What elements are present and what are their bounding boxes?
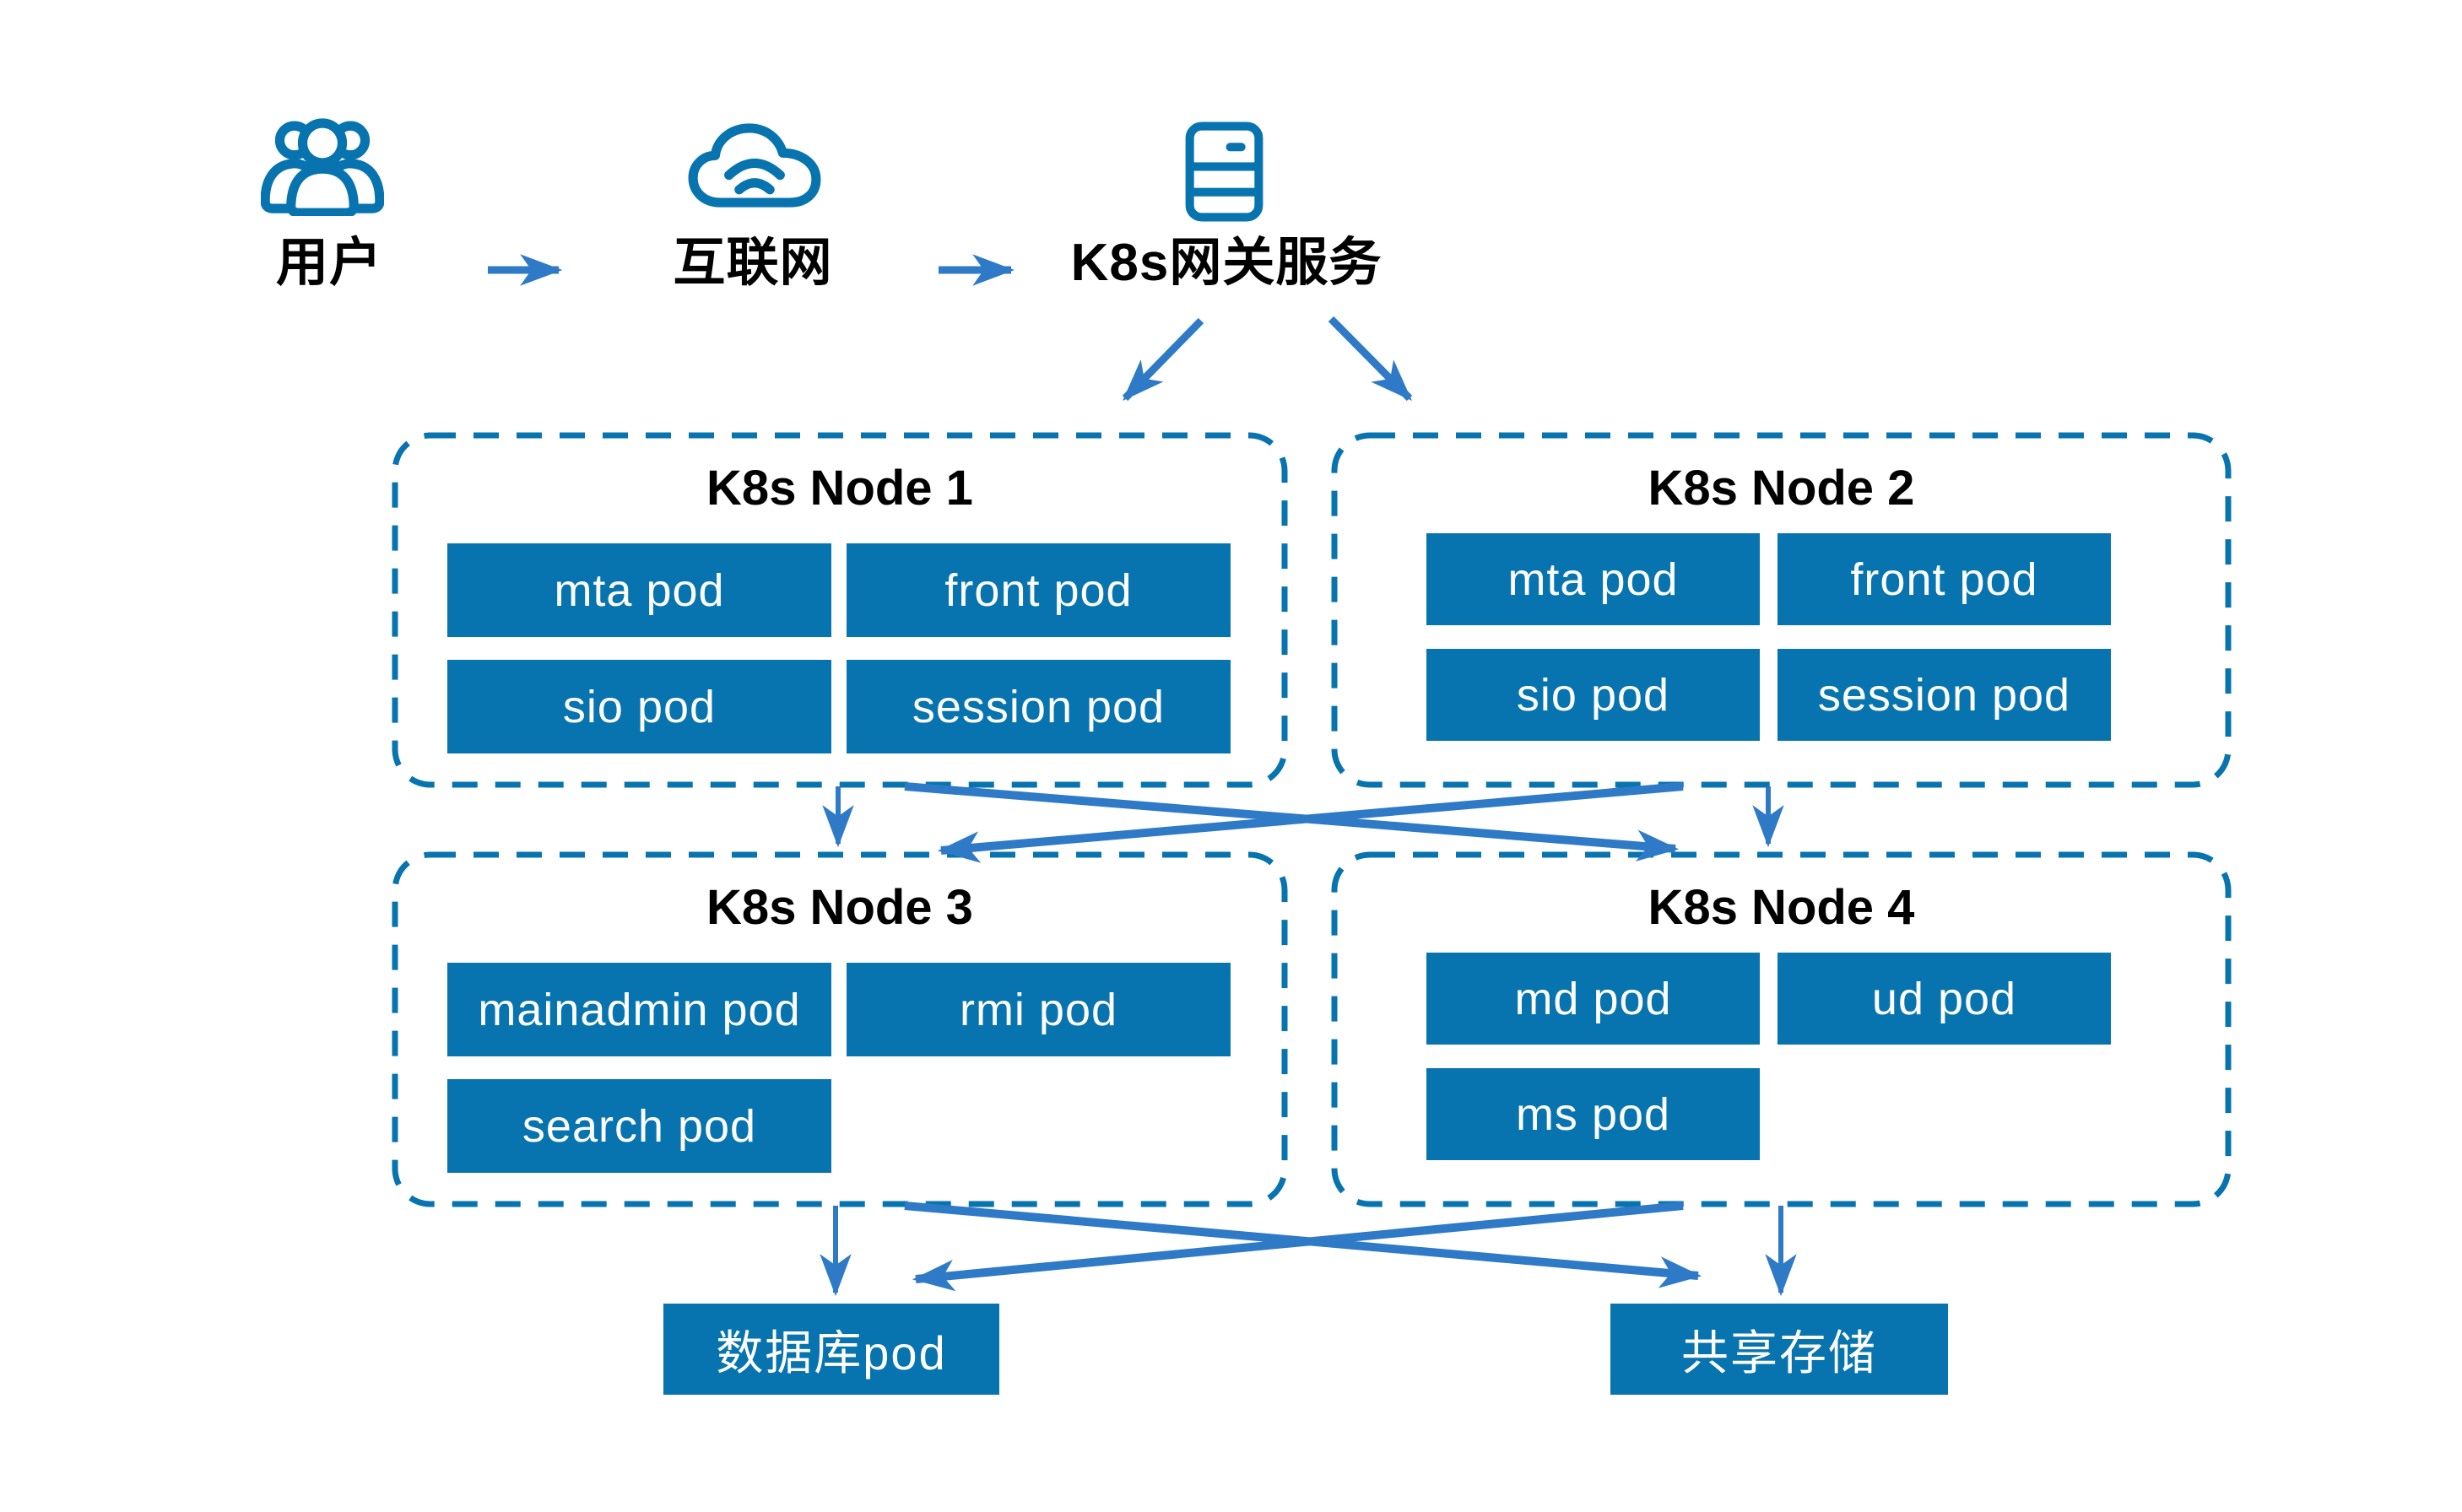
pod-node2-mta: mta pod: [1426, 533, 1760, 625]
pod-node3-mainadmin: mainadmin pod: [447, 963, 831, 1056]
arrow-node2-to-node3: [937, 782, 1684, 863]
pod-node4-ms: ms pod: [1426, 1068, 1760, 1160]
pod-node1-mta: mta pod: [447, 543, 831, 637]
shared-storage-box: 共享存储: [1610, 1304, 1948, 1395]
arrow-gateway-to-node2: [1328, 316, 1413, 402]
pod-node2-sio: sio pod: [1426, 649, 1760, 741]
node-4-border: [1331, 851, 2232, 1207]
pod-node2-front: front pod: [1778, 533, 2111, 625]
arrow-node4-to-database: [912, 1202, 1684, 1292]
node-1-border: [392, 432, 1288, 788]
pod-node1-session: session pod: [847, 660, 1231, 753]
gateway-label: K8s网关服务: [1070, 234, 1383, 292]
pod-node1-sio: sio pod: [447, 660, 831, 753]
node-1-title: K8s Node 1: [706, 461, 973, 516]
node-2-border: [1331, 432, 2232, 788]
pod-node3-search: search pod: [447, 1079, 831, 1173]
server-icon: [1185, 122, 1263, 222]
pod-node1-front: front pod: [847, 543, 1231, 637]
node-2-title: K8s Node 2: [1648, 461, 1915, 516]
pod-node4-md: md pod: [1426, 953, 1760, 1045]
node-3-border: [392, 851, 1288, 1207]
pod-node4-ud: ud pod: [1778, 953, 2111, 1045]
database-pod-box: 数据库pod: [663, 1304, 999, 1395]
pod-node2-session: session pod: [1778, 649, 2111, 741]
internet-label: 互联网: [673, 234, 833, 292]
cloud-icon: [686, 118, 823, 214]
node-4-title: K8s Node 4: [1648, 880, 1915, 935]
pod-node3-rmi: rmi pod: [847, 963, 1231, 1056]
node-3-title: K8s Node 3: [706, 880, 973, 935]
user-label: 用户: [275, 234, 382, 292]
arrow-gateway-to-node1: [1122, 317, 1204, 402]
users-icon: [260, 111, 385, 218]
